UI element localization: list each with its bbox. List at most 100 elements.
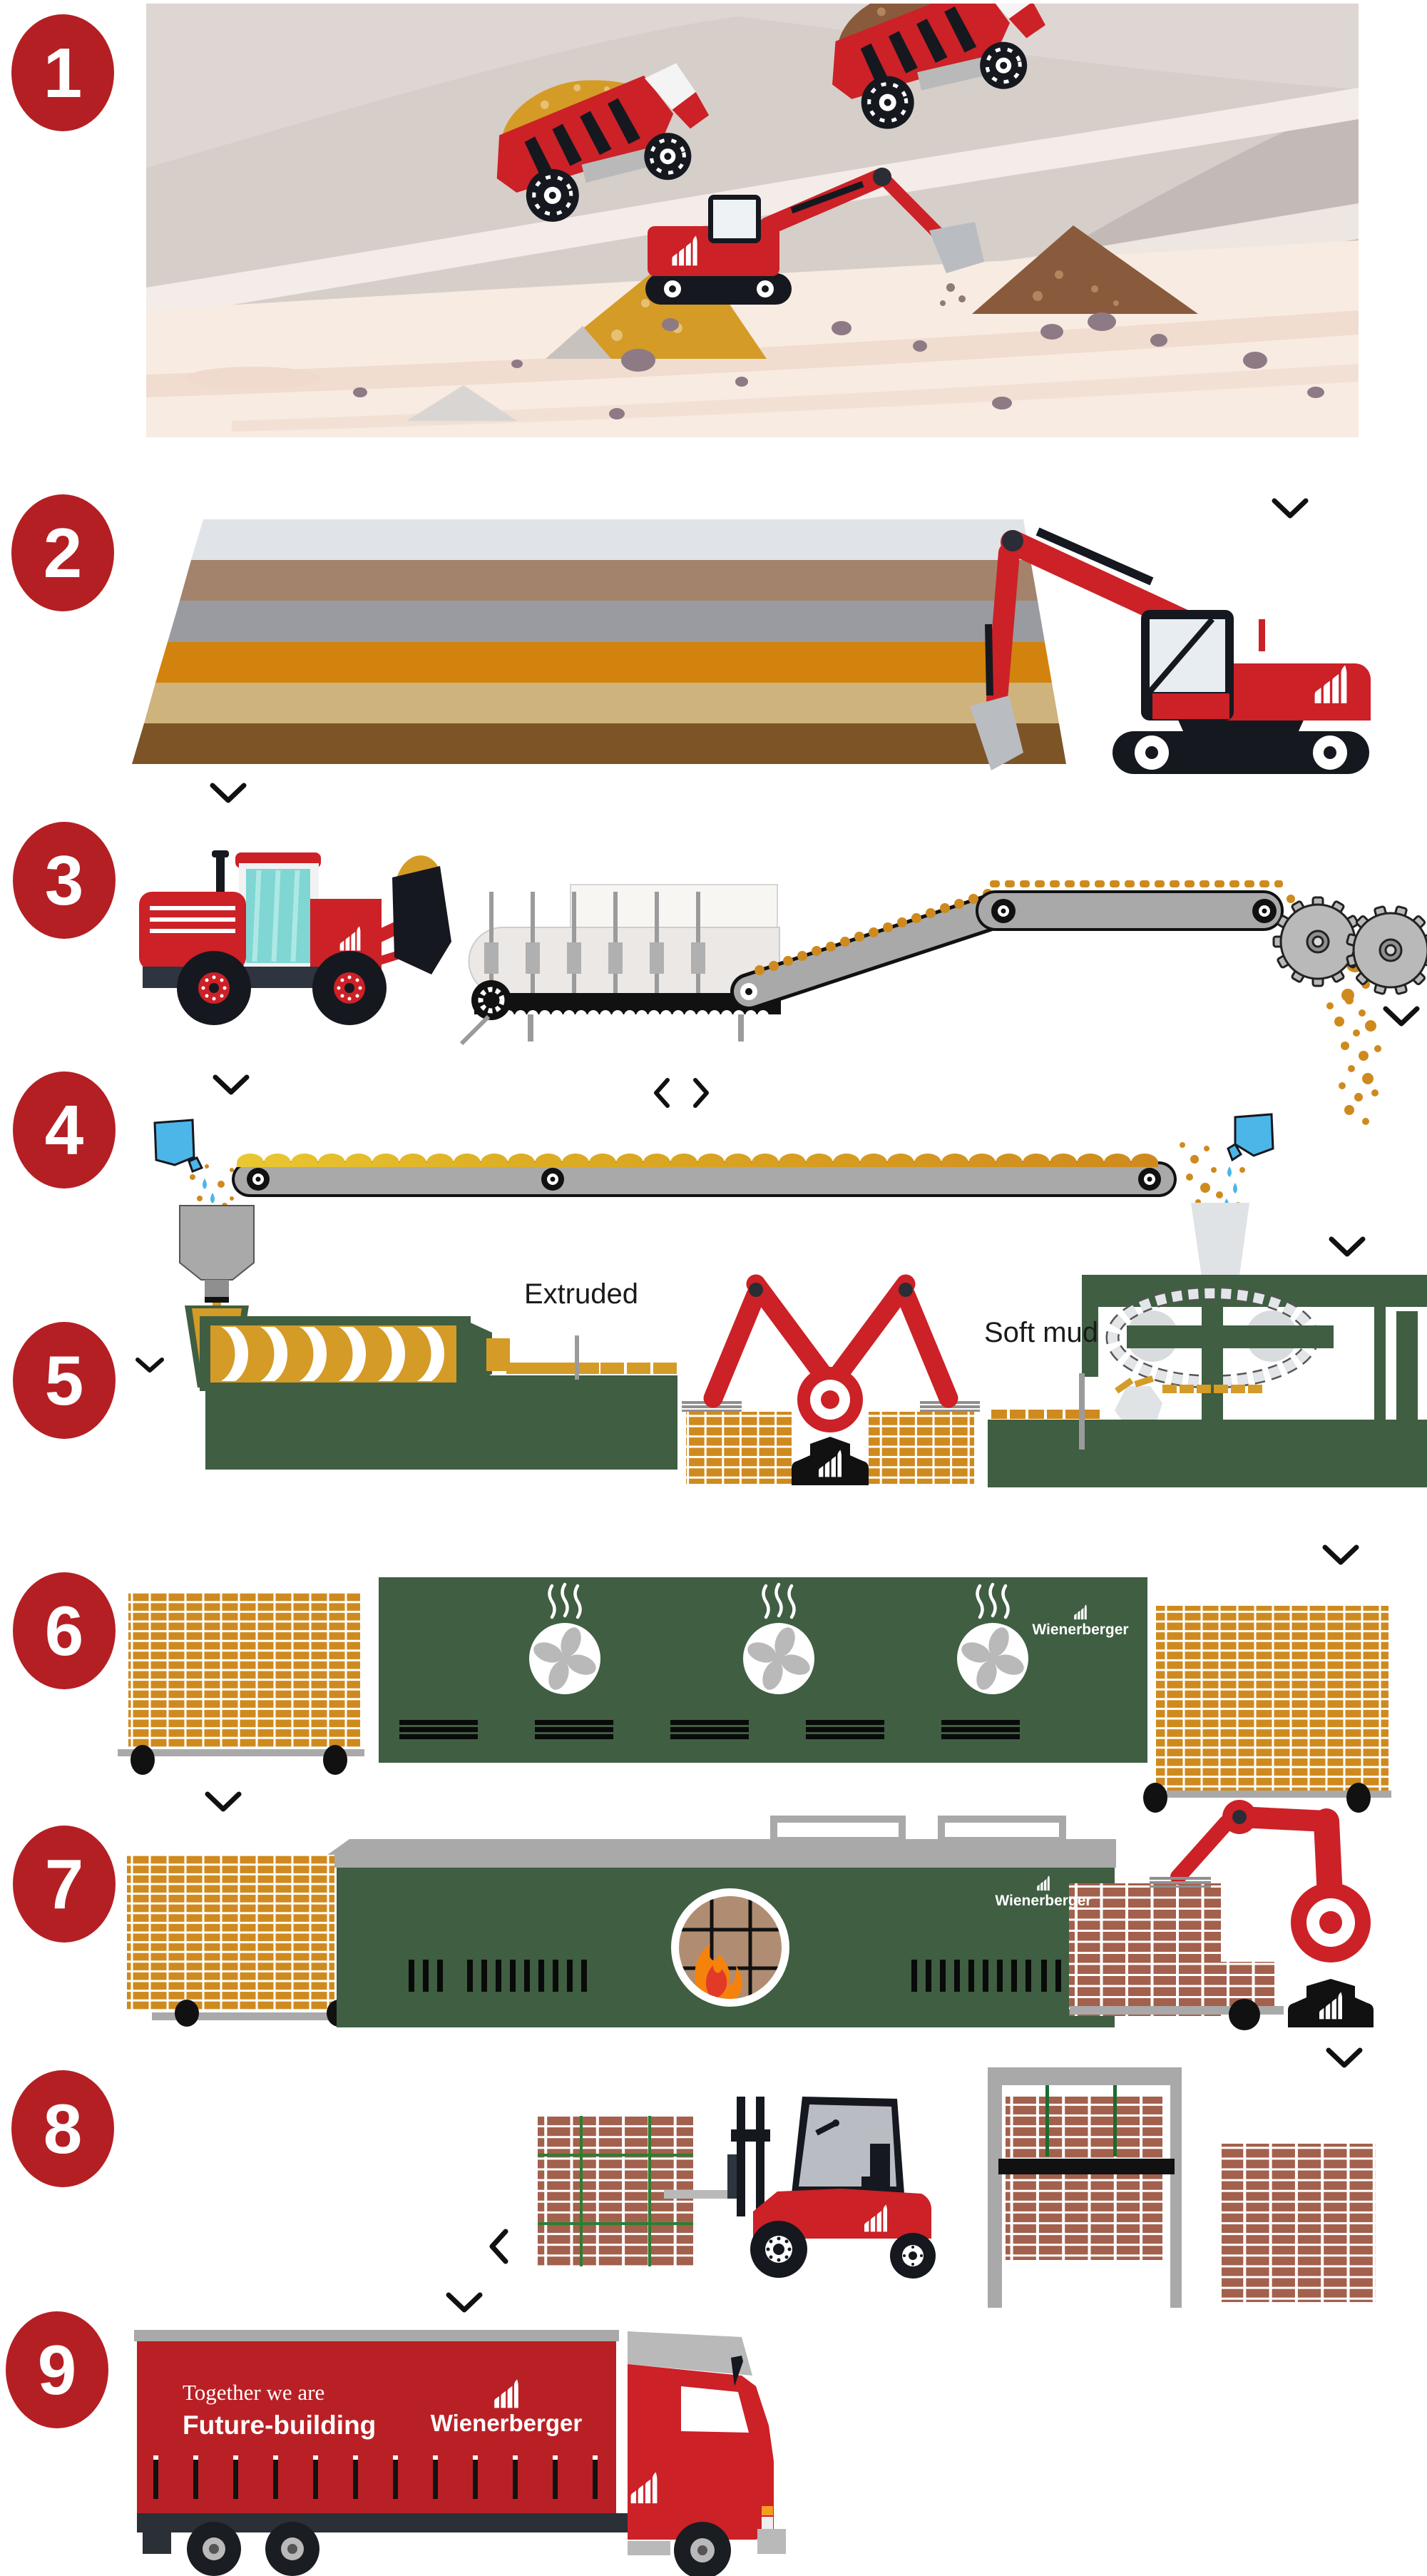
rock [406,385,517,421]
truck-slogan-line2: Future-building [183,2410,377,2440]
truck-slogan: Together we are Future-building [183,2380,376,2440]
chevron-down-icon [210,783,247,803]
forklift [664,2097,936,2279]
wheel [750,2221,807,2278]
chevron-down-icon [213,1074,250,1095]
clay-hopper [179,1205,255,1313]
funnel [1191,1203,1249,1292]
green-brick-stack [869,1412,974,1484]
chevron-down-icon [1329,1236,1366,1257]
fan-icon [957,1623,1028,1694]
wheel [644,133,692,180]
wheel [177,951,251,1025]
clay-pile [972,225,1198,331]
chevron-down-icon [1383,1006,1420,1027]
fired-brick-stack [1069,1883,1221,2016]
step-badge-4: 4 [13,1071,116,1188]
wheel [312,951,387,1025]
wheel [265,2522,319,2576]
kiln-car-rail [118,1749,364,1756]
steam-icon [548,1582,1010,1619]
kiln-logo-text: Wienerberger [995,1893,1092,1909]
excavator [970,527,1371,774]
dryer-logo-text: Wienerberger [1032,1622,1129,1638]
cab-window [681,2386,749,2433]
wheel [187,2522,241,2576]
gear-icon [1346,905,1427,995]
mirror [731,2356,743,2386]
falling-clay [1180,1142,1223,1205]
wienerberger-flame-icon [1035,1875,1051,1892]
truck-cab [628,2331,786,2576]
fire-icon [695,1944,742,1999]
extruded-clay-column [506,1363,599,1374]
roof-railing [938,1816,1066,1844]
clay-on-incline [755,889,993,975]
wheel [526,168,579,222]
stones [353,318,1324,419]
step-badge-1: 1 [11,14,114,131]
robot-arms [703,1274,958,1408]
soft-mud-machine [988,1113,1427,1487]
mixing-line [153,1119,1177,1313]
step-badge-5: 5 [13,1322,116,1439]
crushed-clay [1334,996,1381,1125]
wheel-loader [139,850,451,1025]
gear-icon [1272,896,1364,987]
quarry-scene [146,4,1359,437]
robot-pedestal [792,1437,869,1485]
chevron-down-icon [446,2292,483,2313]
kiln-car-rail [152,2012,364,2020]
wienerberger-flame-icon [1073,1604,1088,1621]
step-badge-9: 9 [6,2311,108,2428]
kiln-car-rail [1147,1791,1391,1798]
wienerberger-flame-icon [491,2378,521,2410]
chevron-right-icon [693,1078,709,1108]
auger-screw [221,1327,444,1381]
step-badge-6: 6 [13,1572,116,1689]
unloading-robot [1150,1800,1374,2027]
step-badge-7: 7 [13,1826,116,1943]
green-brick-stack [128,1593,360,1748]
chevron-down-icon [1326,2047,1363,2068]
chevron-down-icon [1272,498,1309,519]
label-extruded: Extruded [523,1278,639,1310]
indicator [762,2506,773,2515]
machine-base [988,1420,1427,1487]
vents [399,1720,1020,1739]
excavator-digging [645,168,984,306]
drying-chamber-row [118,1577,1391,1813]
clay-stockpile-layers [132,519,1066,764]
step-badge-3: 3 [13,822,116,939]
fan-icon [743,1623,814,1694]
delivery-truck [134,2330,786,2576]
chevron-left-icon [489,2229,508,2264]
trailer-curtain [137,2341,616,2513]
roof-railing [770,1816,906,1844]
green-brick-stack [686,1412,792,1484]
green-brick-stack [127,1855,334,2011]
bucket [929,222,984,273]
box-feeder-machine [460,884,781,1045]
fired-brick-stack [1222,2144,1376,2302]
green-bricks-row [991,1410,1100,1419]
dump-truck-sand [496,63,710,222]
truck-logo-text: Wienerberger [430,2410,583,2436]
wind-deflector [628,2331,752,2376]
bucket [970,696,1023,770]
press-band [998,2159,1175,2174]
wire-cutter [575,1335,579,1380]
truck-logo: Wienerberger [419,2378,593,2436]
fork [664,2190,737,2199]
dryer-logo: Wienerberger [1013,1604,1148,1638]
truck-slogan-line1: Together we are [183,2380,325,2405]
chevron-down-icon [1322,1544,1359,1565]
wheel [890,2233,936,2279]
chevron-left-icon [654,1078,670,1108]
dump-truck-clay [832,4,1045,129]
green-brick-stack [1156,1606,1388,1793]
kiln-logo: Wienerberger [976,1875,1111,1909]
label-soft-mud: Soft mud [983,1317,1099,1348]
clay-layer [237,1154,1158,1167]
robot-pedestal [1288,1979,1374,2027]
